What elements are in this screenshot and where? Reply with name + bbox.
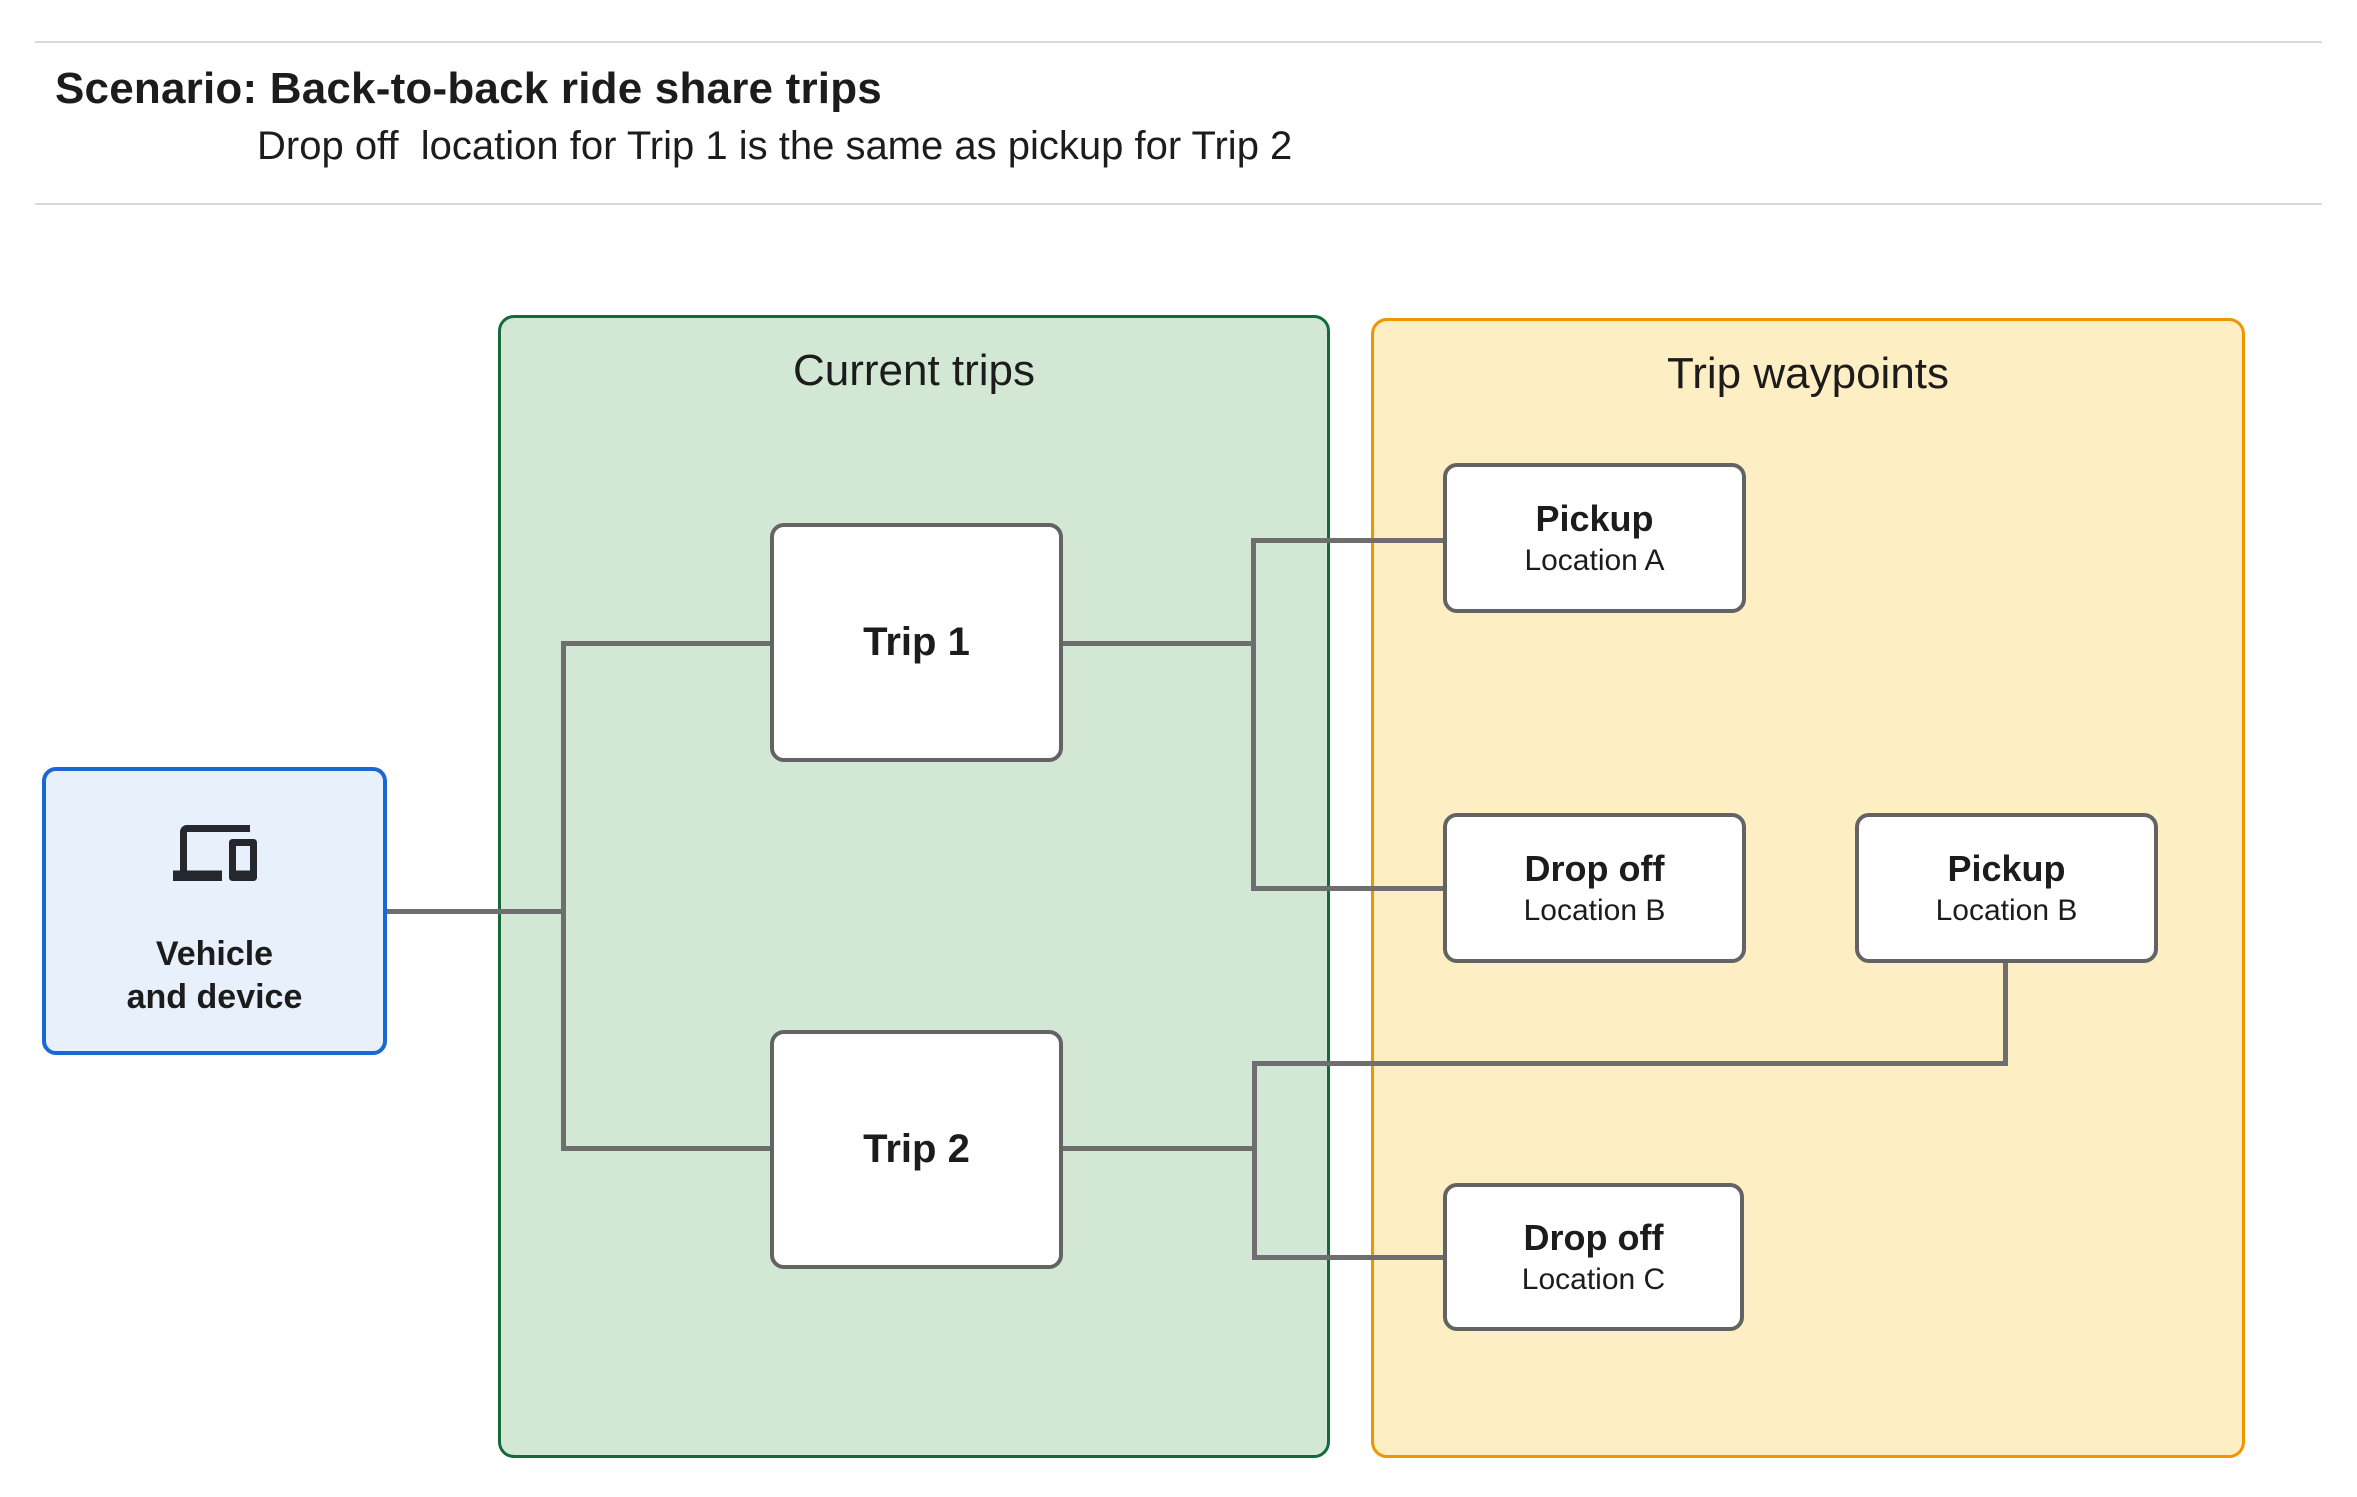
waypoint-title: Pickup	[1947, 848, 2066, 889]
waypoint-subtitle: Location A	[1524, 544, 1665, 577]
connector-line	[1252, 1061, 1257, 1260]
connector-line	[563, 1146, 770, 1151]
connector-line	[1253, 538, 1443, 543]
connector-line	[1251, 538, 1256, 891]
vehicle-and-device-node: Vehicle and device	[42, 767, 387, 1055]
connector-line	[2003, 963, 2008, 1066]
waypoint-title: Pickup	[1535, 498, 1654, 539]
header-bottom-rule	[35, 203, 2322, 205]
trip-2-label: Trip 2	[863, 1127, 970, 1171]
waypoint-title: Drop off	[1523, 1217, 1664, 1258]
waypoint-dropoff-location-b: Drop off Location B	[1443, 813, 1746, 963]
vehicle-label-line2: and device	[126, 978, 303, 1016]
connector-line	[387, 909, 566, 914]
waypoint-subtitle: Location C	[1521, 1263, 1666, 1296]
waypoint-pickup-location-a: Pickup Location A	[1443, 463, 1746, 613]
trip-1-node: Trip 1	[770, 523, 1063, 762]
current-trips-panel-title: Current trips	[792, 346, 1036, 395]
vehicle-label: Vehicle and device	[127, 933, 303, 1019]
connector-line	[1063, 641, 1253, 646]
waypoint-dropoff-location-c: Drop off Location C	[1443, 1183, 1744, 1331]
waypoint-subtitle: Location B	[1523, 894, 1666, 927]
connector-line	[563, 641, 770, 646]
trip-waypoints-panel-title: Trip waypoints	[1666, 349, 1950, 398]
connector-line	[561, 641, 566, 1151]
waypoint-title: Drop off	[1524, 848, 1665, 889]
connector-line	[1255, 1061, 2007, 1066]
current-trips-panel: Current trips	[498, 315, 1330, 1458]
page-subtitle: Drop off location for Trip 1 is the same…	[257, 124, 1293, 168]
connector-line	[1062, 1146, 1255, 1151]
waypoint-subtitle: Location B	[1935, 894, 2078, 927]
waypoint-pickup-location-b: Pickup Location B	[1855, 813, 2158, 963]
devices-icon	[172, 825, 257, 881]
page-title: Scenario: Back-to-back ride share trips	[55, 64, 882, 113]
trip-2-node: Trip 2	[770, 1030, 1063, 1269]
trip-1-label: Trip 1	[863, 620, 970, 664]
connector-line	[1253, 886, 1443, 891]
header-top-rule	[35, 41, 2322, 43]
vehicle-label-line1: Vehicle	[155, 935, 274, 973]
connector-line	[1255, 1255, 1443, 1260]
